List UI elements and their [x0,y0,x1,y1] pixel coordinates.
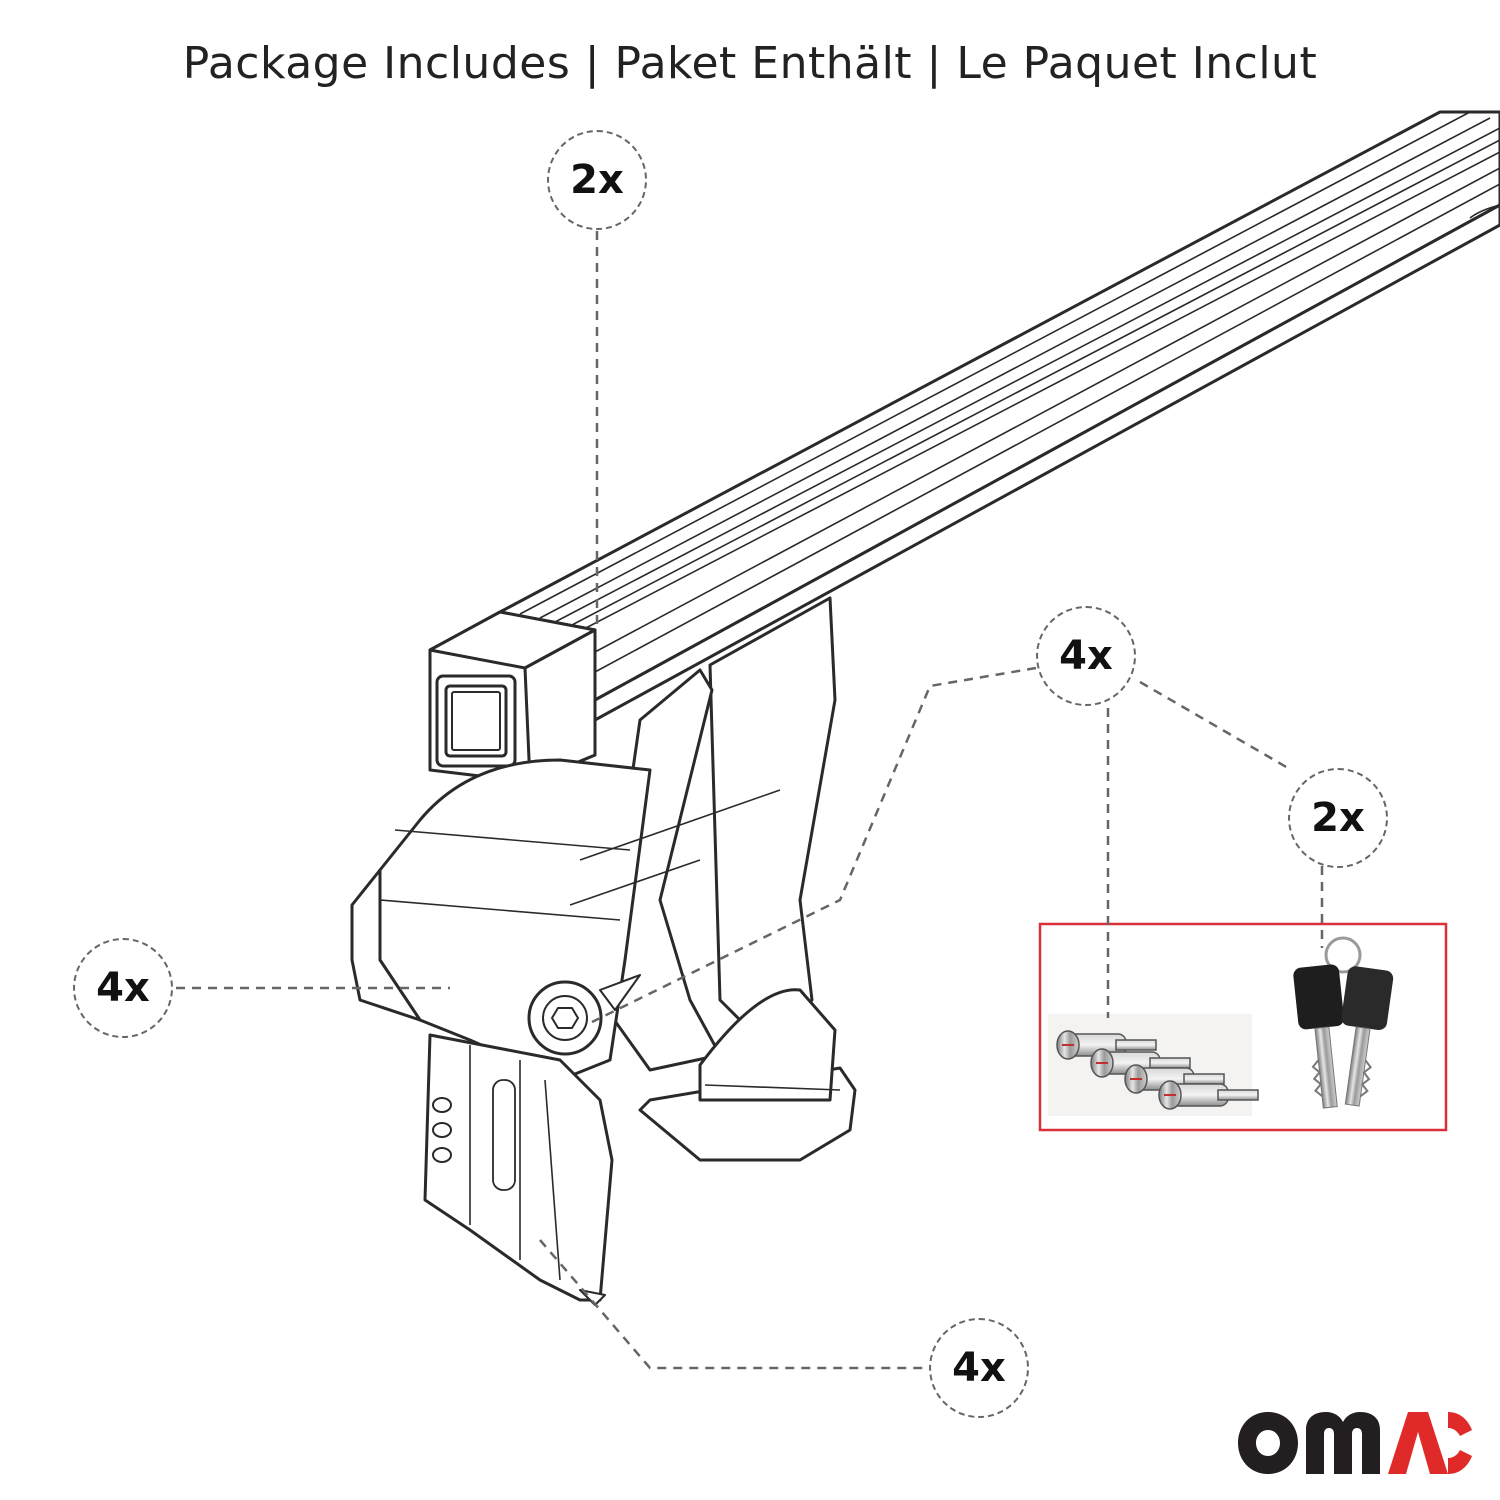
roof-bar-illustration [428,110,1500,784]
bar-quantity-badge: 2x [547,130,647,230]
key-quantity-badge: 2x [1288,768,1388,868]
foot-quantity-badge: 4x [73,938,173,1038]
page-title: Package Includes | Paket Enthält | Le Pa… [182,38,1318,89]
roof-rack-foot-illustration [350,596,857,1306]
keys-photo [1293,936,1394,1109]
lock-cylinders-photo [1056,1030,1259,1110]
omac-logo [1238,1412,1472,1474]
bracket-quantity-badge: 4x [929,1318,1029,1418]
lock-cylinder-quantity-badge: 4x [1036,606,1136,706]
leader-lines [176,231,1324,1370]
